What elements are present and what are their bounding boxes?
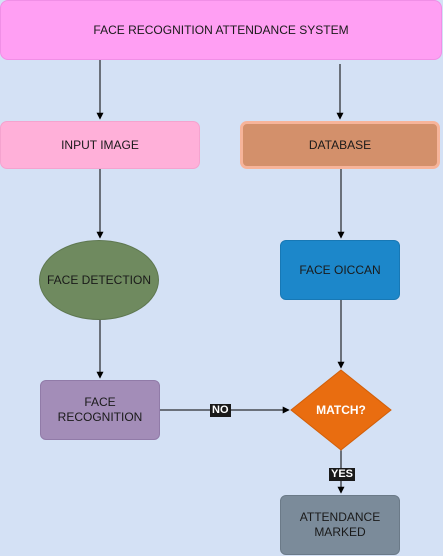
- match-decision-diamond: [290, 369, 392, 451]
- face-detection-ellipse: FACE DETECTION: [39, 240, 159, 320]
- database-label: DATABASE: [308, 137, 372, 152]
- database-box: DATABASE: [240, 121, 440, 169]
- attendance-marked-label: ATTENDANCE MARKED: [299, 510, 381, 539]
- edge-label-yes: YES: [329, 468, 356, 481]
- attendance-marked-box: ATTENDANCE MARKED: [280, 495, 400, 555]
- match-label: MATCH?: [316, 403, 366, 417]
- edge-label-no: NO: [210, 404, 231, 417]
- face-detection-label: FACE DETECTION: [46, 272, 151, 287]
- input-image-label: INPUT IMAGE: [61, 137, 139, 152]
- face-oiccan-box: FACE OICCAN: [280, 240, 400, 300]
- diagram-title: FACE RECOGNITION ATTENDANCE SYSTEM: [93, 22, 349, 37]
- title-box: FACE RECOGNITION ATTENDANCE SYSTEM: [0, 0, 442, 60]
- input-image-box: INPUT IMAGE: [0, 121, 200, 169]
- match-decision: MATCH?: [291, 370, 391, 450]
- face-recognition-box: FACE RECOGNITION: [40, 380, 160, 440]
- face-oiccan-label: FACE OICCAN: [299, 262, 381, 277]
- face-recognition-label: FACE RECOGNITION: [57, 395, 143, 424]
